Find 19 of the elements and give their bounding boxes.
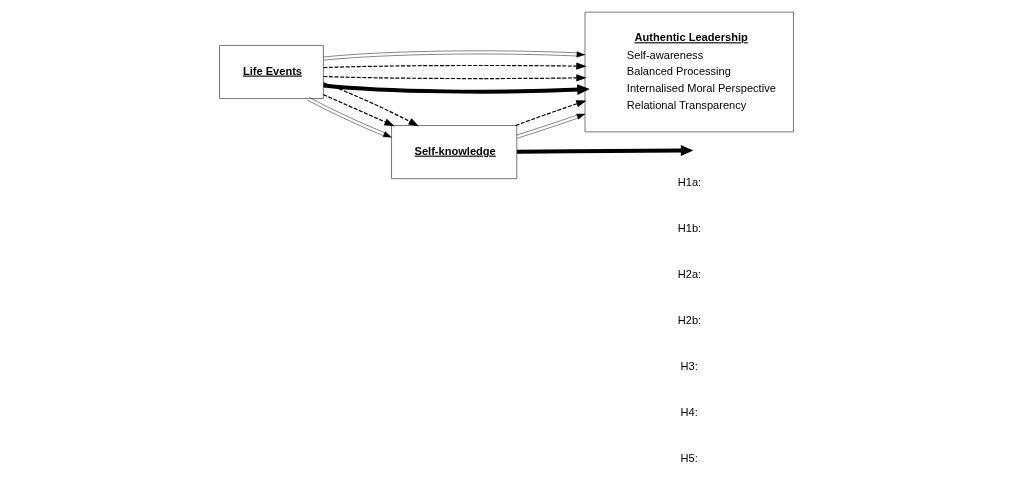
legend-label: H3: (680, 359, 698, 372)
arrow (322, 73, 587, 81)
arrow (322, 62, 587, 70)
arrow (322, 81, 419, 126)
node-box: Authentic Leadership Self-awareness Balanced Processing Internalised Moral Perspective Relational Transparency (584, 11, 794, 132)
arrow (514, 99, 587, 126)
node-box: Self-knowledge (390, 124, 517, 179)
arrow (322, 50, 585, 60)
legend-label: H5: (680, 451, 698, 464)
node-box: Life Events (218, 44, 324, 99)
arrow (306, 96, 392, 137)
legend-label: H2b: (677, 313, 701, 326)
arrow (515, 113, 585, 138)
arrow (322, 93, 395, 126)
legend-label: H4: (680, 405, 698, 418)
legend-label: H2a: (677, 267, 701, 280)
legend-label: H1b: (677, 221, 701, 234)
arrow (322, 83, 590, 95)
legend-label: H1a: (677, 175, 701, 188)
